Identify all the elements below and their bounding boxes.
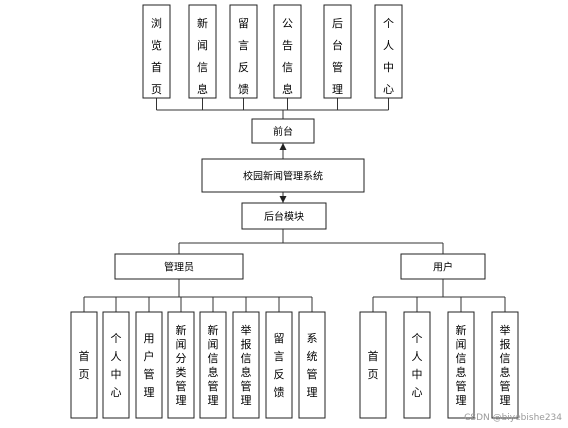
admin-module-3-box	[135, 311, 163, 419]
frontend-module-6-label: 个人中心	[383, 17, 394, 96]
admin-module-5-box	[199, 311, 227, 419]
admin-module-6-box	[232, 311, 260, 419]
user-module-4: 举报信息管理	[491, 311, 519, 419]
admin-node-box	[114, 253, 244, 280]
user-module-4-label: 举报信息管理	[500, 323, 511, 407]
frontend-module-3-box	[229, 4, 258, 99]
admin-module-4-box	[167, 311, 195, 419]
admin-module-5: 新闻信息管理	[199, 311, 227, 419]
admin-module-7-box	[265, 311, 293, 419]
user-node: 用户	[400, 253, 486, 280]
system-node-label: 校园新闻管理系统	[243, 170, 323, 183]
admin-module-1: 首页	[70, 311, 98, 419]
frontend-node-label: 前台	[273, 125, 293, 138]
admin-module-8: 系统管理	[298, 311, 326, 419]
admin-module-3-label: 用户管理	[144, 332, 155, 399]
user-module-2: 个人中心	[403, 311, 431, 419]
user-module-4-box	[491, 311, 519, 419]
frontend-module-5-label: 后台管理	[332, 17, 343, 96]
admin-module-2-box	[102, 311, 130, 419]
admin-module-3: 用户管理	[135, 311, 163, 419]
admin-module-6-label: 举报信息管理	[241, 323, 252, 407]
frontend-node-box	[251, 118, 315, 144]
system-node-box	[201, 158, 365, 193]
backend-node-label: 后台模块	[264, 210, 304, 223]
user-module-2-label: 个人中心	[412, 332, 423, 399]
admin-module-7: 留言反馈	[265, 311, 293, 419]
arrow-down-icon	[279, 196, 287, 203]
admin-module-1-box	[70, 311, 98, 419]
frontend-module-1-label: 浏览首页	[151, 16, 162, 96]
frontend-module-6-box	[374, 4, 403, 99]
admin-module-6: 举报信息管理	[232, 311, 260, 419]
user-module-2-box	[403, 311, 431, 419]
frontend-module-2: 新闻信息	[188, 4, 217, 99]
frontend-module-4-box	[273, 4, 302, 99]
frontend-module-4-label: 公告信息	[282, 17, 293, 96]
frontend-module-5: 后台管理	[323, 4, 352, 99]
user-module-1-box	[359, 311, 387, 419]
backend-node: 后台模块	[241, 202, 327, 230]
admin-module-8-box	[298, 311, 326, 419]
user-module-1: 首页	[359, 311, 387, 419]
admin-module-4-label: 新闻分类管理	[176, 323, 187, 407]
admin-module-8-label: 系统管理	[307, 332, 318, 399]
backend-node-box	[241, 202, 327, 230]
connector-lines	[83, 98, 506, 312]
admin-module-5-label: 新闻信息管理	[208, 323, 219, 407]
admin-module-1-label: 首页	[79, 349, 90, 381]
user-node-label: 用户	[433, 261, 453, 274]
frontend-module-1-box	[142, 4, 171, 99]
admin-node-label: 管理员	[164, 261, 194, 274]
frontend-module-2-box	[188, 4, 217, 99]
admin-module-2: 个人中心	[102, 311, 130, 419]
diagram-nodes: 浏览首页新闻信息留言反馈公告信息后台管理个人中心前台校园新闻管理系统后台模块管理…	[70, 4, 519, 419]
watermark: CSDN @biyebishe234	[464, 413, 562, 423]
admin-module-7-label: 留言反馈	[274, 332, 285, 399]
user-module-1-label: 首页	[368, 349, 379, 381]
frontend-node: 前台	[251, 118, 315, 144]
frontend-module-2-label: 新闻信息	[197, 16, 208, 96]
frontend-module-4: 公告信息	[273, 4, 302, 99]
system-node: 校园新闻管理系统	[201, 158, 365, 193]
admin-module-2-label: 个人中心	[111, 332, 122, 399]
user-module-3: 新闻信息管理	[447, 311, 475, 419]
frontend-module-6: 个人中心	[374, 4, 403, 99]
admin-module-4: 新闻分类管理	[167, 311, 195, 419]
arrow-up-icon	[279, 143, 287, 150]
user-module-3-label: 新闻信息管理	[456, 323, 467, 407]
frontend-module-3-label: 留言反馈	[238, 17, 249, 96]
frontend-module-3: 留言反馈	[229, 4, 258, 99]
admin-node: 管理员	[114, 253, 244, 280]
frontend-module-1: 浏览首页	[142, 4, 171, 99]
user-module-3-box	[447, 311, 475, 419]
user-node-box	[400, 253, 486, 280]
frontend-module-5-box	[323, 4, 352, 99]
